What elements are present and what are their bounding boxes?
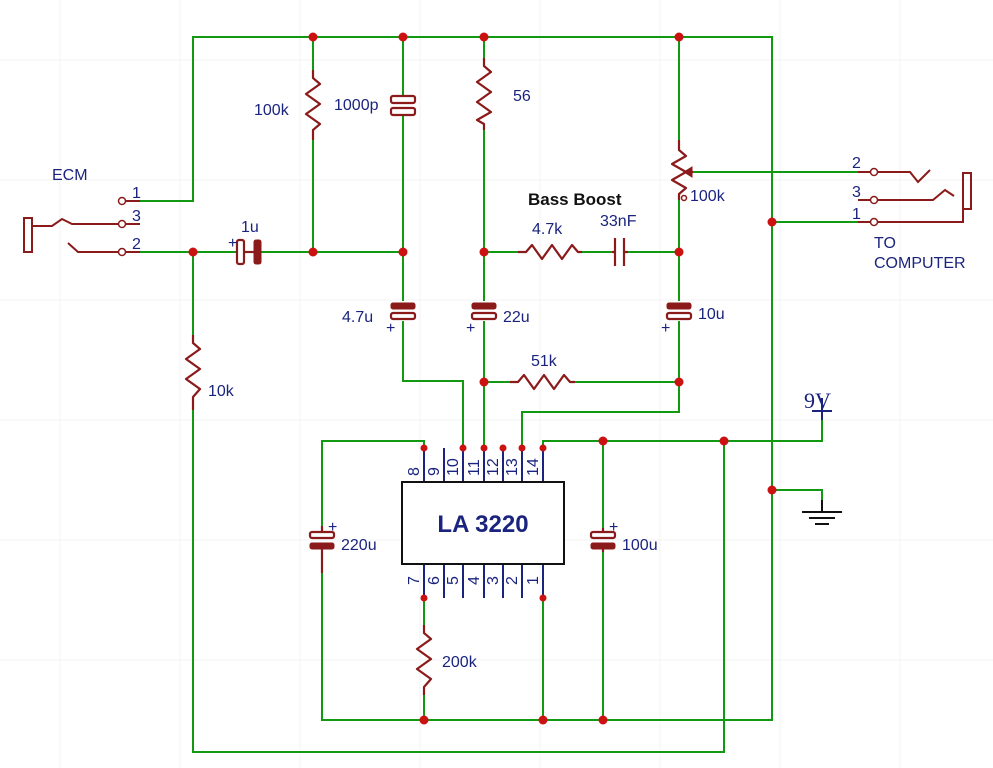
resistor-51k: [510, 373, 575, 391]
resistor-200k: [415, 625, 433, 695]
ground-symbol: [802, 500, 842, 525]
label-220u: 220u: [341, 537, 377, 554]
label-1u: 1u: [241, 219, 259, 236]
label-1000p: 1000p: [334, 97, 379, 114]
pin-2: 2: [504, 576, 521, 585]
output-pin2: 2: [852, 155, 861, 172]
ic-label: LA 3220: [437, 511, 528, 538]
cap-220u-plus: +: [328, 519, 337, 536]
pin-12: 12: [485, 458, 502, 476]
ecm-pin2: 2: [132, 236, 141, 253]
bass-boost-title: Bass Boost: [528, 190, 622, 209]
pin-6: 6: [426, 576, 443, 585]
capacitor-1u: [235, 238, 262, 266]
capacitor-100u: [589, 528, 617, 552]
capacitor-33nf: [612, 238, 628, 266]
label-10u: 10u: [698, 306, 725, 323]
pin-4: 4: [466, 576, 483, 585]
cap-4.7u-plus: +: [386, 320, 395, 337]
label-56: 56: [513, 88, 531, 105]
capacitor-1000p: [389, 94, 417, 117]
supply-label: 9V: [804, 388, 831, 413]
pin-1: 1: [525, 576, 542, 585]
ecm-label: ECM: [52, 167, 88, 184]
output-label-computer: COMPUTER: [874, 255, 966, 272]
label-4.7u: 4.7u: [342, 309, 373, 326]
output-pin3: 3: [852, 184, 861, 201]
potentiometer-100k: [670, 140, 693, 202]
resistor-10k: [184, 335, 202, 410]
ecm-pin3: 3: [132, 208, 141, 225]
pin-10: 10: [445, 458, 462, 476]
resistor-56: [475, 58, 493, 130]
label-pot-100k: 100k: [690, 188, 726, 205]
ic-la3220: LA 3220 8 9 10 11 12 13 14 7 6 5 4 3 2 1: [401, 448, 565, 598]
label-10k: 10k: [208, 383, 235, 400]
pin-14: 14: [525, 458, 542, 476]
label-200k: 200k: [442, 654, 478, 671]
label-100u: 100u: [622, 537, 658, 554]
label-100k: 100k: [254, 102, 290, 119]
capacitor-220u: [308, 526, 336, 573]
pin-13: 13: [504, 458, 521, 476]
cap-22u-plus: +: [466, 320, 475, 337]
supply-9v: 9V: [804, 388, 832, 420]
pin-8: 8: [406, 467, 423, 476]
label-33nf: 33nF: [600, 213, 637, 230]
cap-100u-plus: +: [609, 519, 618, 536]
ecm-pin1: 1: [132, 185, 141, 202]
label-22u: 22u: [503, 309, 530, 326]
polarity-marks: + + + + + +: [228, 235, 670, 536]
component-labels: 100k 1000p 56 Bass Boost 100k 4.7k 33nF …: [208, 88, 726, 671]
output-label-to: TO: [874, 235, 896, 252]
pin-7: 7: [406, 576, 423, 585]
pin-11: 11: [466, 459, 483, 476]
capacitor-4.7u: [389, 302, 417, 321]
capacitor-22u: [470, 302, 498, 321]
junction-dots: [188, 32, 777, 725]
label-51k: 51k: [531, 353, 558, 370]
computer-output-jack: 2 3 1 TO COMPUTER: [852, 155, 972, 272]
resistor-100k: [304, 70, 322, 140]
wires: [139, 36, 871, 753]
capacitor-10u: [665, 302, 693, 321]
label-4.7k: 4.7k: [532, 221, 563, 238]
cap-10u-plus: +: [661, 320, 670, 337]
pin-5: 5: [445, 576, 462, 585]
pin-3: 3: [485, 576, 502, 585]
pin-9: 9: [426, 467, 443, 476]
resistor-4.7k: [518, 243, 582, 261]
output-pin1: 1: [852, 206, 861, 223]
cap-1u-plus: +: [228, 235, 237, 252]
ecm-input-jack: ECM 1 3 2: [23, 167, 141, 257]
